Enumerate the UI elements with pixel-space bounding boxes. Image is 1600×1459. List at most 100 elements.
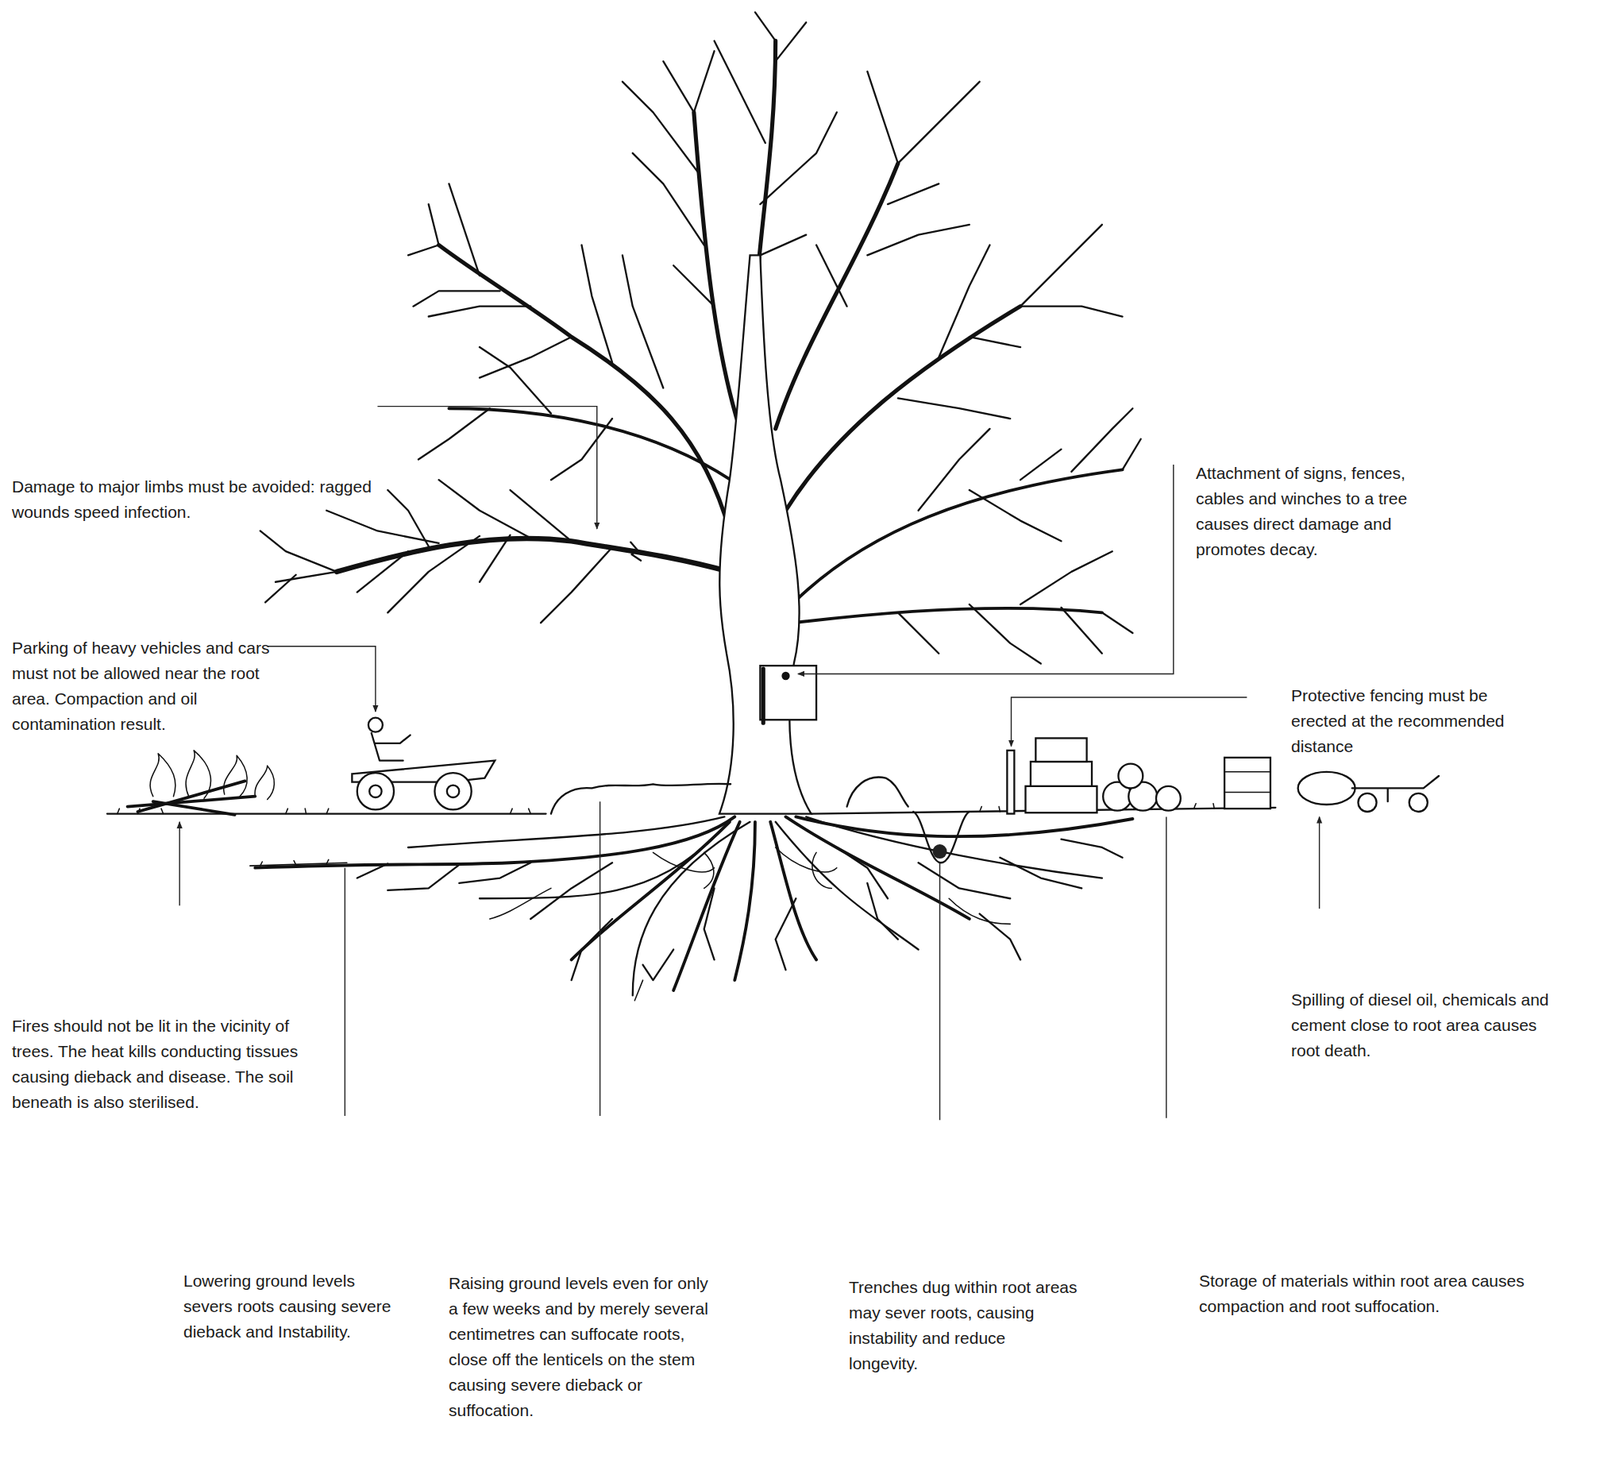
tree-crown xyxy=(265,574,297,603)
tree-crown xyxy=(673,265,714,306)
tree-crown xyxy=(714,40,766,143)
tree-crown xyxy=(551,418,613,480)
raised-soil xyxy=(551,777,909,814)
tree-crown xyxy=(448,408,731,480)
tree-crown xyxy=(663,61,694,112)
tree-crown xyxy=(540,547,613,623)
tree-roots xyxy=(1060,839,1122,858)
stored-materials xyxy=(1224,757,1271,809)
cement-mixer xyxy=(1409,793,1428,812)
callout-text: Protective fencing must be erected at th… xyxy=(1291,682,1514,760)
tree-roots xyxy=(489,887,552,919)
tree-crown xyxy=(260,11,1142,664)
leader-lines xyxy=(1165,816,1167,1118)
tree-crown xyxy=(759,235,806,256)
stored-materials xyxy=(1006,750,1014,814)
stored-materials xyxy=(1156,786,1181,811)
tree-crown xyxy=(898,397,1011,419)
tree-roots xyxy=(704,852,714,888)
dumper-vehicle xyxy=(357,772,394,810)
callout-text: Raising ground levels even for only a fe… xyxy=(448,1270,717,1423)
tree-crown xyxy=(867,224,970,256)
tree-roots xyxy=(634,979,643,1001)
stored-materials xyxy=(1025,786,1098,813)
leader-lines xyxy=(377,406,597,529)
tree-roots xyxy=(632,821,751,996)
tree-crown xyxy=(428,306,532,317)
cement-mixer xyxy=(1357,793,1377,812)
ground-line xyxy=(107,801,1276,866)
callout-text: Spilling of diesel oil, chemicals and ce… xyxy=(1291,986,1570,1064)
leader-lines xyxy=(1011,697,1248,747)
fire xyxy=(223,755,248,796)
tree-crown xyxy=(918,428,991,511)
stored-materials xyxy=(1006,737,1271,814)
tree-crown xyxy=(887,183,939,205)
leader-lines xyxy=(939,862,941,1120)
callout-text: Trenches dug within root areas may sever… xyxy=(848,1274,1078,1377)
tree-roots xyxy=(387,864,459,891)
tree-crown xyxy=(428,204,440,245)
tree-crown xyxy=(1020,224,1103,307)
tree-crown xyxy=(938,245,990,358)
tree-crown xyxy=(1020,306,1123,317)
attached-sign xyxy=(761,668,766,723)
tree-crown xyxy=(794,608,1103,623)
tree-crown xyxy=(630,542,641,561)
tree-roots xyxy=(673,821,741,991)
tree-crown xyxy=(1122,439,1142,471)
tree-crown xyxy=(510,489,572,541)
tree-crown xyxy=(1020,449,1061,481)
dumper-vehicle xyxy=(369,785,382,798)
fire xyxy=(127,750,275,815)
leader-lines xyxy=(599,801,601,1116)
tree-crown xyxy=(448,183,480,276)
fire xyxy=(153,801,236,815)
tree-crown xyxy=(275,571,337,583)
trench xyxy=(933,844,948,859)
tree-crown xyxy=(1020,551,1113,605)
tree-roots xyxy=(254,816,735,868)
raised-soil xyxy=(551,783,731,814)
dumper-vehicle xyxy=(368,717,383,733)
tree-roots xyxy=(775,847,837,872)
dumper-vehicle xyxy=(447,785,459,798)
tree-crown xyxy=(1071,408,1133,472)
tree-crown xyxy=(775,22,807,62)
raised-soil xyxy=(847,777,909,807)
fire xyxy=(150,753,176,797)
tree-crown xyxy=(622,81,699,174)
trench xyxy=(913,811,970,863)
tree-crown xyxy=(867,71,899,164)
callout-text: Storage of materials within root area ca… xyxy=(1199,1268,1593,1319)
stored-materials xyxy=(1030,761,1092,787)
tree-crown xyxy=(786,306,1022,511)
tree-crown xyxy=(336,538,730,572)
callout-text: Parking of heavy vehicles and cars must … xyxy=(11,635,290,737)
tree-roots xyxy=(357,863,389,879)
cement-mixer xyxy=(1298,771,1356,805)
tree-roots xyxy=(948,898,1011,924)
tree-crown xyxy=(759,111,837,205)
leader-lines xyxy=(179,406,1319,1121)
tree-roots xyxy=(999,857,1082,889)
tree-crown xyxy=(326,510,439,544)
dumper-vehicle xyxy=(351,717,495,810)
leader-lines xyxy=(178,821,180,906)
callout-text: Damage to major limbs must be avoided: r… xyxy=(11,474,374,525)
tree-crown xyxy=(387,489,428,547)
tree-crown xyxy=(969,336,1021,347)
tree-roots xyxy=(704,887,715,960)
stored-materials xyxy=(1035,737,1087,762)
tree-roots xyxy=(775,821,919,950)
tree-trunk xyxy=(719,254,812,814)
tree-trunk xyxy=(719,254,812,814)
tree-crown xyxy=(357,551,409,592)
cement-mixer xyxy=(1298,771,1439,812)
tree-roots xyxy=(408,816,725,848)
tree-crown xyxy=(1102,612,1134,633)
ground-line xyxy=(250,862,347,866)
leader-lines xyxy=(267,646,376,712)
tree-crown xyxy=(412,290,500,306)
